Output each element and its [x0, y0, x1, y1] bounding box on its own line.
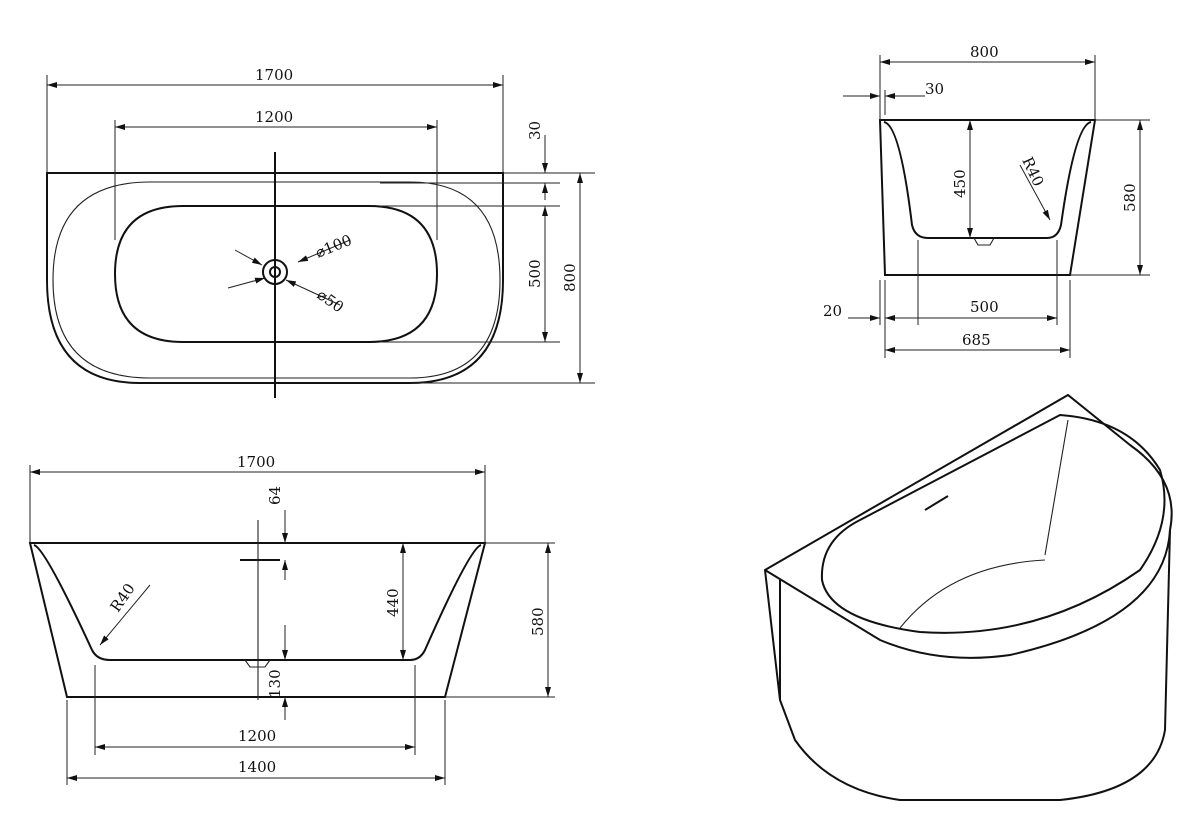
end-corner-radius: R40	[1018, 154, 1047, 189]
top-overall-length: 1700	[255, 66, 293, 84]
end-base-width: 685	[962, 331, 991, 349]
isometric-view	[763, 393, 1173, 801]
side-inner-depth: 440	[384, 588, 402, 617]
end-outer-outline	[878, 119, 1097, 276]
drain-outer-label: ⌀100	[313, 231, 355, 262]
end-view: 800 30 450 R40 580 20 500 685	[823, 43, 1150, 358]
top-overall-width: 800	[561, 263, 579, 292]
iso-outer-outline	[763, 393, 1173, 801]
side-corner-radius: R40	[107, 580, 139, 615]
top-rim-offset: 30	[526, 121, 544, 140]
side-drain-height: 130	[266, 669, 284, 698]
end-wall-offset: 30	[925, 80, 944, 98]
end-overall-width: 800	[970, 43, 999, 61]
side-view: 1700 64 440 580 R40 130 1200 1400	[28, 453, 555, 785]
drain-outer-circle	[262, 259, 288, 285]
top-rim-outline	[52, 181, 501, 379]
end-overall-height: 580	[1121, 183, 1139, 212]
top-inner-length: 1200	[255, 108, 293, 126]
drain-inner-label: ⌀50	[314, 286, 347, 317]
side-overflow-offset: 64	[266, 486, 284, 505]
top-basin-outline	[113, 205, 439, 343]
end-inner-depth: 450	[951, 169, 969, 198]
iso-inner-rim	[820, 413, 1166, 634]
side-inner-bottom-length: 1200	[238, 727, 276, 745]
side-inner-outline	[33, 544, 482, 661]
side-overall-length: 1700	[237, 453, 275, 471]
side-base-length: 1400	[238, 758, 276, 776]
end-inner-bottom-width: 500	[970, 298, 999, 316]
iso-overflow	[924, 495, 949, 511]
end-inner-outline	[883, 121, 1092, 239]
top-inner-width: 500	[526, 259, 544, 288]
drain-inner-circle	[269, 266, 281, 278]
top-view: ⌀100 ⌀50 1700 1200 30 500 800	[46, 66, 595, 398]
side-overall-height: 580	[529, 607, 547, 636]
end-base-offset: 20	[823, 302, 842, 320]
